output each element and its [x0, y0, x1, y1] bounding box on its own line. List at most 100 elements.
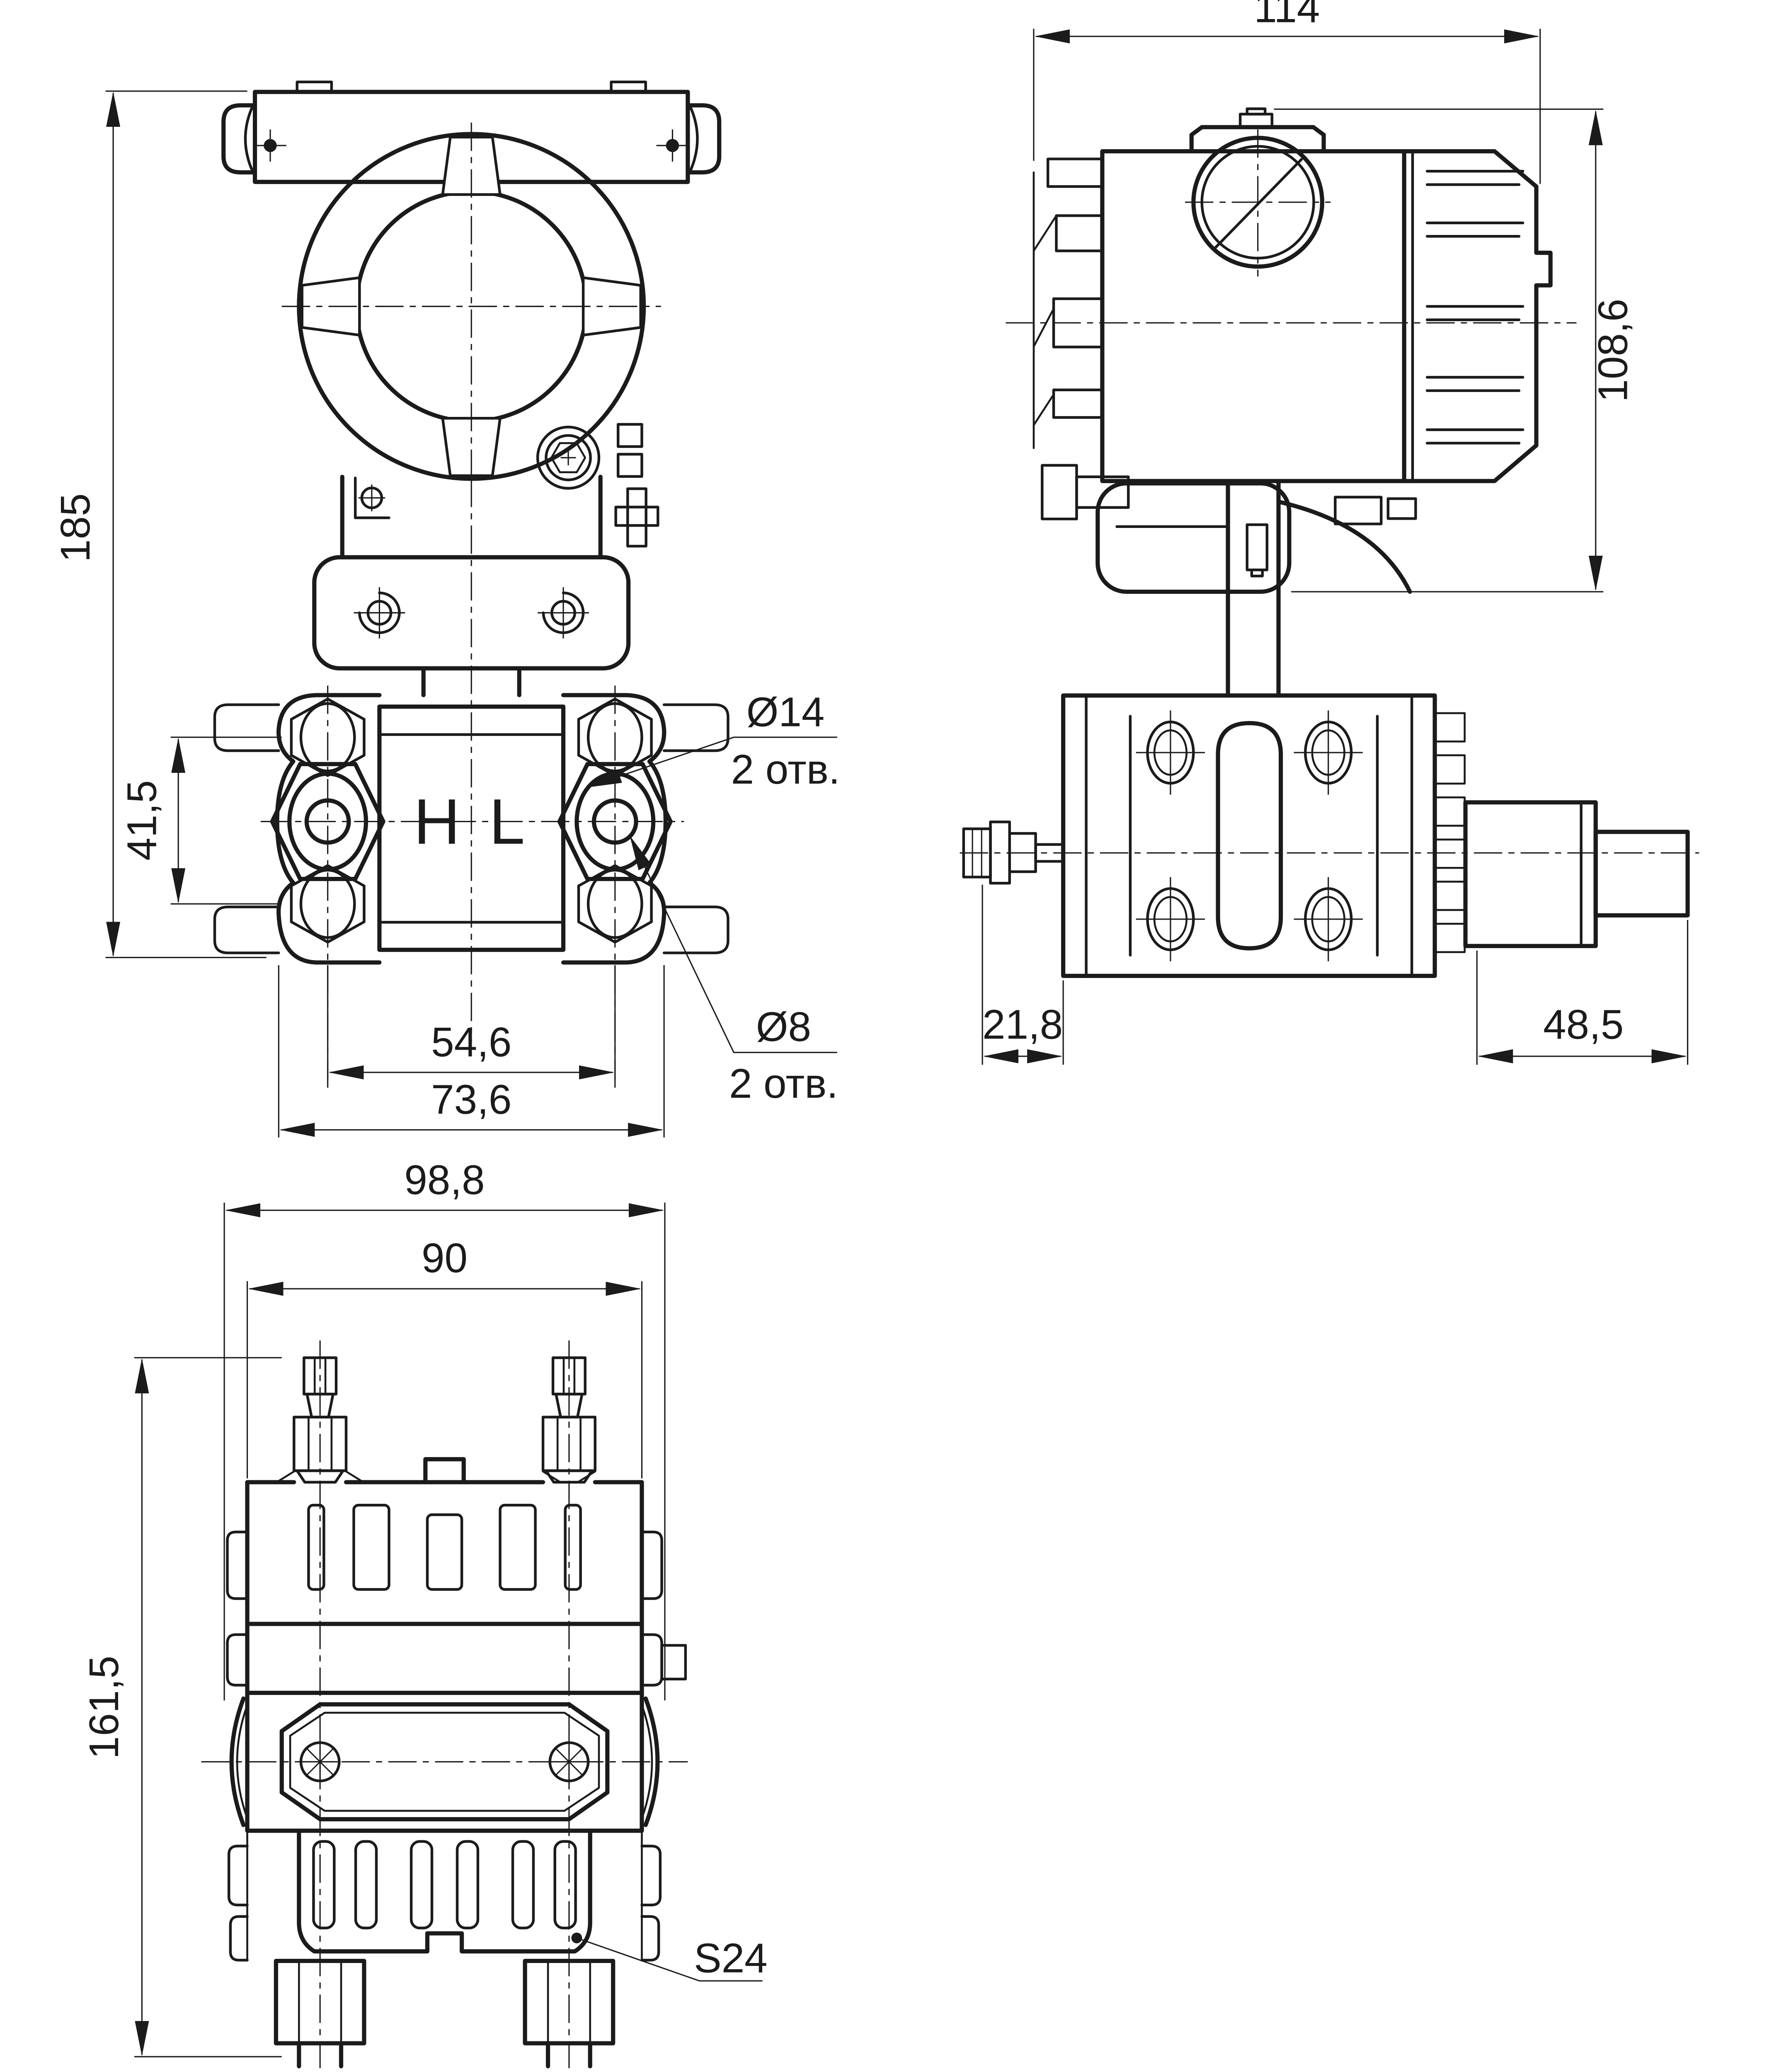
ext-lines-41-5 — [170, 736, 282, 905]
cap-arc-right — [689, 107, 699, 171]
side-tab-right-extra — [660, 1644, 687, 1680]
slot — [456, 1840, 480, 1929]
side-housing — [1006, 107, 1577, 698]
side-cap-left — [229, 1696, 246, 1827]
connector-shaft — [1593, 830, 1690, 917]
side-view: 114 108,6 21,8 48,5 — [960, 0, 1699, 1065]
window — [499, 1503, 537, 1591]
shoulder-chamfers — [277, 1470, 596, 1483]
cover-fins — [1425, 169, 1524, 445]
window — [307, 1503, 325, 1591]
bottom-view: 98,8 90 161,5 S24 — [81, 1157, 768, 2069]
bar-lug-right — [610, 80, 647, 94]
front-view: H L 185 41,5 54,6 73,6 Ø14 2 отв. Ø8 2 о… — [53, 80, 840, 1138]
vent-foot-right — [545, 1469, 594, 1484]
hex-facets-right — [547, 1960, 591, 2044]
label-s24: S24 — [694, 1936, 768, 1982]
ring-notch-top — [441, 136, 502, 196]
ext-lines-185 — [105, 90, 267, 959]
serrated-strip — [1434, 712, 1466, 953]
clip-a — [1334, 496, 1383, 525]
bracket-cross-right — [538, 587, 589, 639]
side-tab-left-4 — [229, 1915, 249, 1962]
dim-text-90: 90 — [422, 1235, 468, 1281]
side-neck — [1041, 464, 1417, 698]
process-connector — [1463, 800, 1598, 948]
slot — [312, 1840, 336, 1929]
clip-block-upper — [616, 423, 643, 448]
dim-text-114: 114 — [1254, 0, 1320, 31]
neck-stem — [1246, 523, 1269, 571]
vent-stem — [1034, 843, 1065, 863]
bolt-crosses — [1136, 710, 1363, 961]
adjust-screw-cross — [358, 484, 385, 511]
vent-body-facets — [556, 1416, 582, 1472]
neck-stem-tip — [1250, 568, 1264, 578]
body-edge-lines — [246, 1830, 643, 1960]
clip-b — [1386, 497, 1417, 520]
tooth — [1434, 712, 1466, 743]
flange-bolt-ends — [1136, 710, 1363, 961]
tooth — [1434, 922, 1466, 953]
ground-screw-outer — [536, 426, 601, 490]
vent-valve-side — [962, 821, 1065, 885]
bolt-cross-left — [254, 129, 286, 162]
label-hole8-dia: Ø8 — [756, 1004, 811, 1050]
cable-entry-cap-left — [221, 103, 257, 174]
flange-seams — [1085, 694, 1413, 978]
bottom-dimensions: 98,8 90 161,5 S24 — [81, 1157, 768, 2057]
ext-lines-90 — [246, 1281, 643, 1479]
hex-facets-left — [298, 1960, 342, 2044]
low-port-label: L — [489, 785, 525, 857]
bracket-cross-left — [354, 587, 405, 639]
flange-tab-left-bottom — [213, 905, 280, 954]
tag-clip — [614, 487, 659, 548]
top-windows — [307, 1503, 582, 1591]
front-dimensions: 185 41,5 54,6 73,6 Ø14 2 отв. Ø8 2 отв. — [53, 90, 840, 1138]
dim-text-73-6: 73,6 — [431, 1077, 511, 1123]
ext-lines-48-5 — [1476, 920, 1689, 1065]
bracket-washer-left — [358, 591, 401, 634]
side-flange — [960, 693, 1699, 978]
dim-text-54-6: 54,6 — [431, 1019, 511, 1065]
vent-head-facets — [972, 829, 982, 877]
center-tab — [423, 1457, 466, 1484]
body-outline — [245, 1480, 644, 1833]
connection-cylinders — [297, 2041, 592, 2069]
body-sides — [340, 474, 603, 559]
bracket-washer-right — [542, 591, 585, 634]
front-flange: H L — [213, 479, 729, 1088]
window — [426, 1513, 463, 1591]
label-hole14-dia: Ø14 — [746, 689, 825, 735]
ext-lines-108-6 — [1274, 108, 1604, 593]
nameplate-inner — [289, 1711, 600, 1812]
housing-body — [1100, 149, 1406, 483]
dim-text-41-5: 41,5 — [119, 780, 165, 861]
ground-screw-cross — [560, 450, 576, 465]
connection-centerlines — [319, 1340, 570, 2068]
side-plug-head — [1041, 464, 1078, 520]
slot — [354, 1840, 378, 1929]
cover-outline — [1402, 149, 1553, 483]
leader-hole8 — [630, 835, 837, 1053]
vent-cap-facets — [562, 1357, 576, 1395]
slot — [511, 1840, 535, 1929]
ext-lines-161-5 — [134, 1357, 282, 2057]
side-tab-right-3 — [640, 1844, 662, 1907]
side-tab-left-3 — [227, 1844, 249, 1907]
leader-hole14 — [586, 736, 837, 788]
shoulder-arc — [1276, 499, 1412, 594]
dim-text-48-5: 48,5 — [1543, 1002, 1624, 1048]
side-cap-right-inner — [641, 1704, 653, 1820]
tab — [1055, 214, 1104, 252]
skirt-slots — [312, 1840, 577, 1929]
ext-lines-21-8 — [982, 884, 1064, 1065]
ring-notch-bottom — [441, 417, 502, 477]
clip-block-lower — [616, 453, 643, 478]
center-slot — [1216, 721, 1283, 951]
process-connections — [274, 1340, 616, 2069]
dim-text-108-6: 108,6 — [1590, 299, 1636, 402]
ground-screw-hex — [550, 442, 586, 473]
bracket-edge — [1095, 481, 1292, 594]
flange-block — [1061, 693, 1437, 978]
